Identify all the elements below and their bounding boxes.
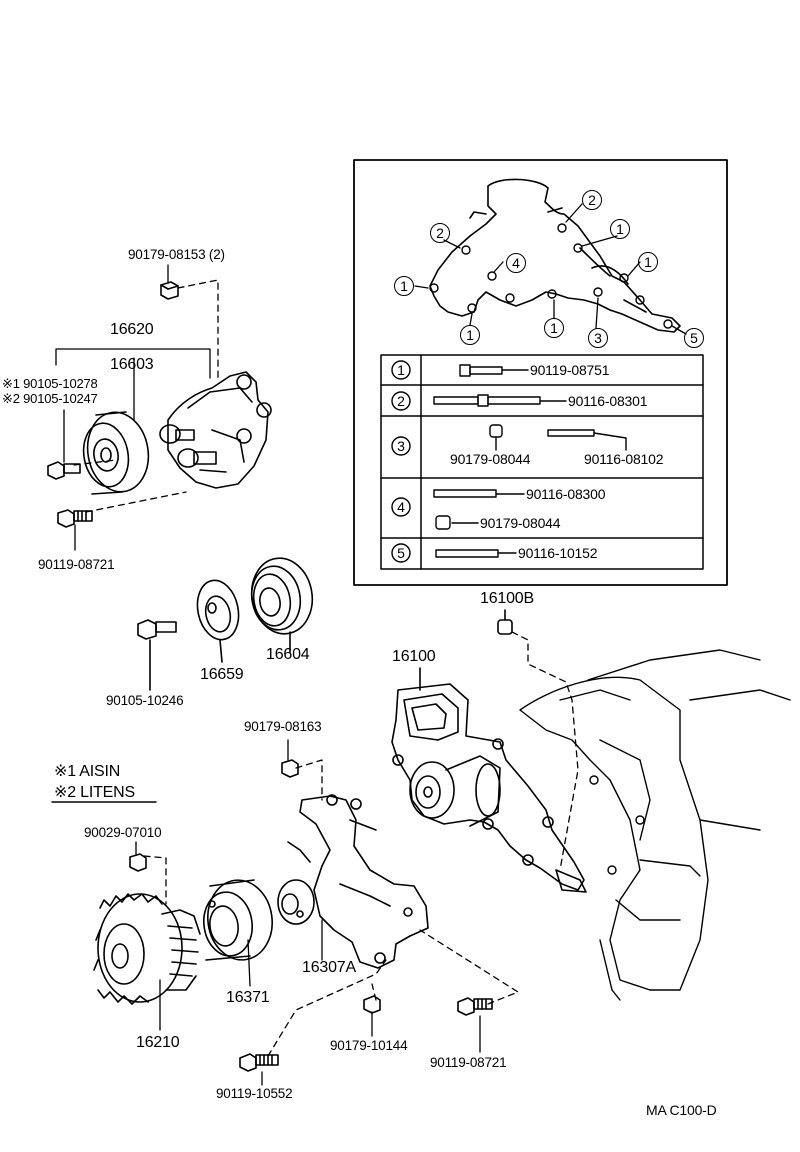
callout-1-bottom-mid: 1 [544, 318, 564, 338]
table-bolt-icons [433, 364, 627, 558]
timing-cover-outline [429, 178, 681, 333]
fan-clutch-label: 16210 [136, 1034, 180, 1051]
table-part-row5: 90116-10152 [518, 545, 598, 561]
litens-bolt-label: ※2 90105-10247 [2, 391, 98, 406]
mid-bolt-label: 90105-10246 [106, 693, 184, 708]
assembly-label: 16620 [110, 321, 154, 338]
lower-nut [363, 995, 381, 1014]
table-part-row3a: 90179-08044 [450, 451, 531, 467]
fan-nut-label: 90029-07010 [84, 825, 162, 840]
table-part-row4b: 90179-08044 [480, 515, 561, 531]
mid-bolt [137, 619, 177, 691]
callout-4: 4 [506, 253, 526, 273]
fan-pulley-label: 16371 [226, 989, 270, 1006]
callout-1-upper-right: 1 [610, 219, 630, 239]
lower-bolt-label: 90119-08721 [38, 557, 115, 572]
bolt-table-grid [380, 354, 704, 570]
lower-bolt-a-label: 90119-10552 [216, 1086, 293, 1101]
lower-bolt-b [457, 997, 493, 1016]
table-key-1: 1 [397, 362, 405, 378]
table-part-row3b: 90116-08102 [584, 451, 664, 467]
diagram-code: MA C100-D [646, 1102, 717, 1118]
table-part-row1: 90119-08751 [530, 362, 610, 378]
tensioner-bolt-lower [57, 509, 93, 528]
table-key-4: 4 [397, 499, 405, 515]
mid-washer [196, 579, 240, 663]
callout-2-left: 2 [430, 223, 450, 243]
fan-clutch [93, 893, 201, 1005]
table-row-circles [391, 360, 411, 563]
bracket-label: 16307A [302, 959, 356, 976]
bracket-nut [281, 759, 299, 778]
bracket-nut-label: 90179-08163 [244, 719, 322, 734]
tensioner-body [159, 371, 272, 489]
idler-nut [160, 281, 179, 300]
aisin-bolt-label: ※1 90105-10278 [2, 376, 98, 391]
table-key-2: 2 [397, 393, 405, 409]
table-key-5: 5 [397, 545, 405, 561]
table-key-3: 3 [397, 438, 405, 454]
callout-3: 3 [588, 328, 608, 348]
cover-bolt-holes [429, 223, 673, 329]
idler-bolt-label: 90179-08153 (2) [128, 247, 225, 262]
stud-label: 16100B [480, 590, 534, 607]
callout-2-top: 2 [582, 190, 602, 210]
legend-note-litens: ※2 LITENS [54, 784, 135, 801]
top-assembly-leaders [55, 264, 211, 551]
tensioner-bolt-upper [47, 461, 81, 480]
fan-nut [129, 853, 147, 872]
mid-pulley [250, 557, 314, 653]
table-part-row4a: 90116-08300 [526, 486, 606, 502]
pump-label: 16100 [392, 648, 436, 665]
lower-bolt-b-label: 90119-08721 [430, 1055, 507, 1070]
idler-pulley [82, 411, 150, 495]
fan-pulley [203, 879, 273, 961]
callout-1-left: 1 [394, 276, 414, 296]
callout-1-bottom-left: 1 [460, 325, 480, 345]
mid-pulley-label: 16604 [266, 646, 310, 663]
lower-nut-label: 90179-10144 [330, 1038, 408, 1053]
pump-dashed [511, 631, 579, 871]
inset-leaders [414, 203, 687, 335]
table-part-row2: 90116-08301 [568, 393, 648, 409]
engine-block [519, 649, 791, 1001]
pulley-label-16603: 16603 [110, 356, 154, 373]
water-pump [391, 667, 587, 893]
callout-5: 5 [684, 328, 704, 348]
legend-note-aisin: ※1 AISIN [54, 763, 121, 780]
callout-1-right: 1 [638, 252, 658, 272]
pump-stud [497, 609, 513, 635]
inset-frame [353, 159, 728, 586]
lower-leaders [135, 739, 481, 1086]
washer-label: 16659 [200, 666, 244, 683]
lower-bolt-a [239, 1053, 279, 1072]
fan-bracket [277, 794, 429, 969]
